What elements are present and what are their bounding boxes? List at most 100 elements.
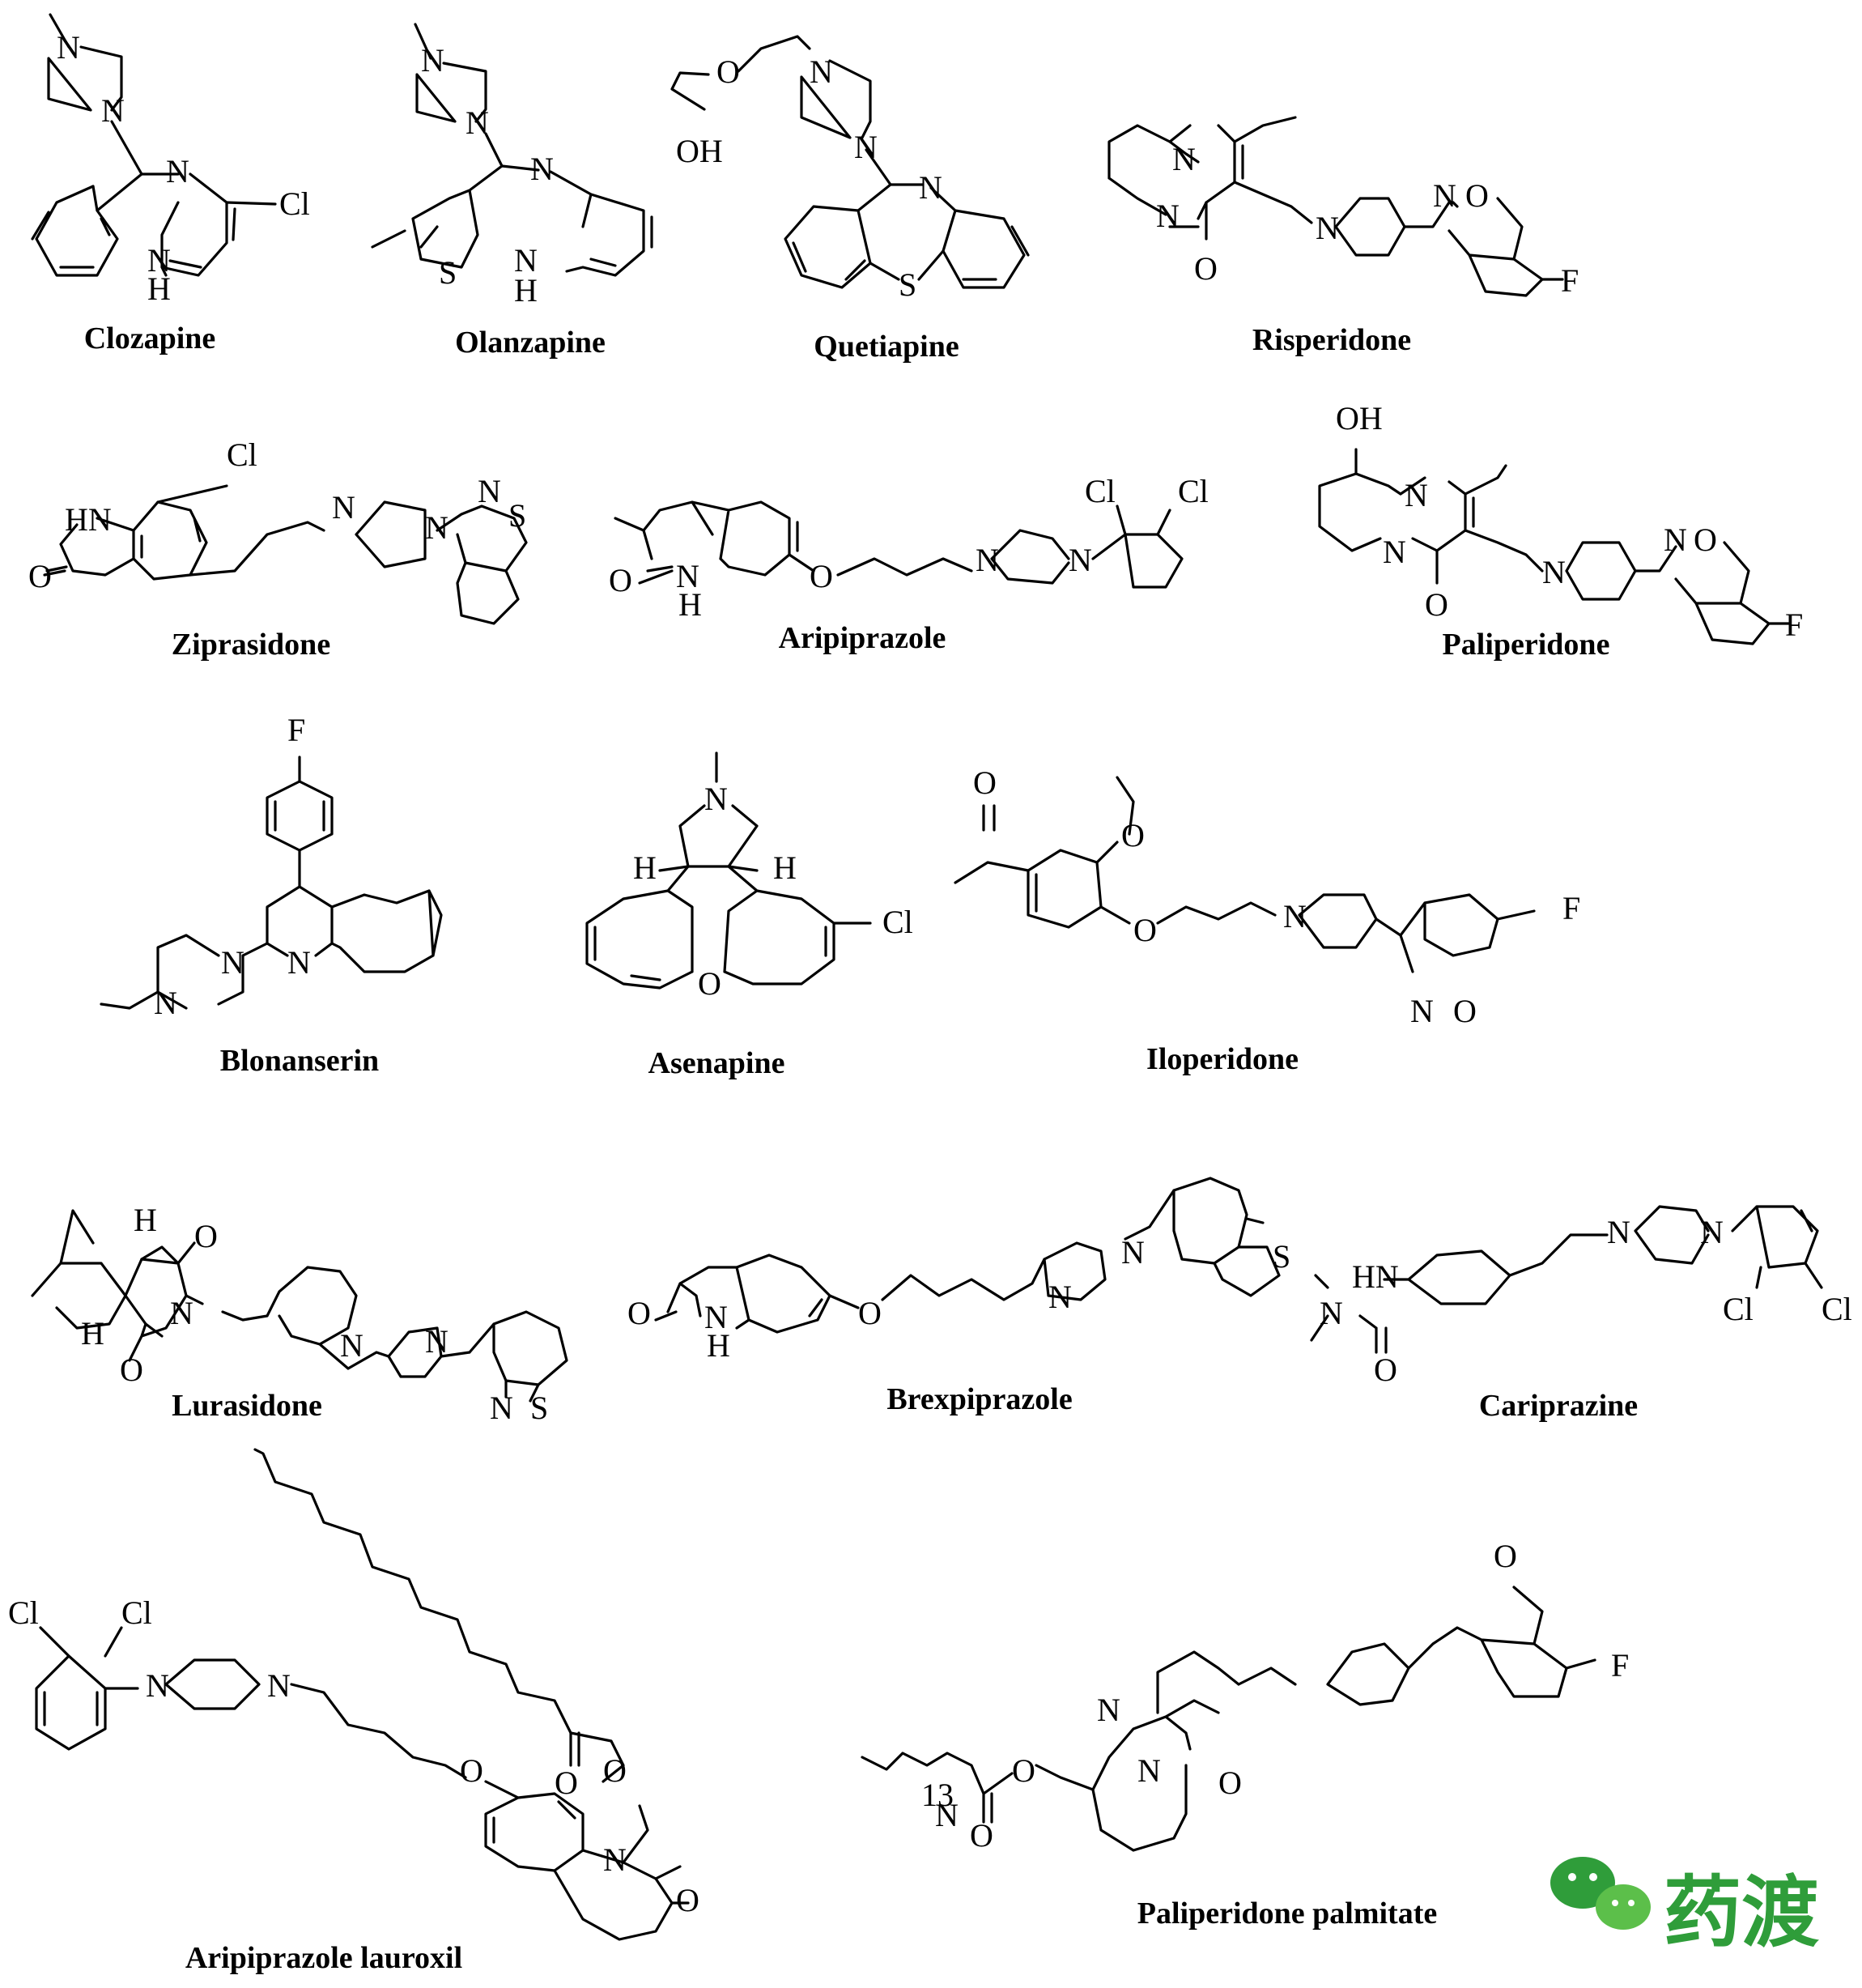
atom-label: H xyxy=(773,849,797,886)
atom-label: Cl xyxy=(1178,473,1209,509)
atom-label: N xyxy=(1410,993,1434,1029)
atom-label: O xyxy=(1494,1538,1517,1574)
atom-label: N xyxy=(1607,1214,1630,1250)
atom-label: O xyxy=(858,1295,882,1331)
structure-brexpiprazole: O N H O N N S Brexpiprazole xyxy=(627,1177,1290,1416)
atom-label: Cl xyxy=(1723,1291,1754,1327)
atom-label: O xyxy=(609,562,632,598)
atom-label: F xyxy=(1562,890,1580,926)
atom-label: N xyxy=(1156,198,1180,234)
structure-iloperidone: O O O N F N O Iloperidone xyxy=(954,764,1580,1076)
atom-label: Cl xyxy=(227,436,257,473)
atom-label: N xyxy=(147,242,171,279)
atom-label: O xyxy=(1374,1352,1397,1388)
atom-label: F xyxy=(1561,262,1579,299)
atom-label: O xyxy=(1012,1752,1035,1789)
atom-label: S xyxy=(508,497,526,534)
structure-paliperidone-palmitate: N O F N N O O O 13 Paliperidone palmitat… xyxy=(861,1538,1629,1931)
atom-label: Cl xyxy=(1822,1291,1852,1327)
structure-cariprazine: HN N O N N Cl Cl Cariprazine xyxy=(1310,1205,1852,1423)
atom-label: O xyxy=(28,558,52,594)
structure-olanzapine: N N N S N H Olanzapine xyxy=(371,23,653,360)
atom-label: N xyxy=(854,129,878,165)
atom-label: O xyxy=(194,1218,218,1254)
atom-label: S xyxy=(530,1390,548,1426)
compound-name: Cariprazine xyxy=(1479,1389,1638,1423)
atom-label: O xyxy=(1425,586,1448,623)
atom-label: F xyxy=(287,712,305,748)
atom-label: N xyxy=(704,1299,728,1335)
structure-risperidone: N N O N N O F Risperidone xyxy=(1107,116,1579,357)
atom-label: O xyxy=(555,1765,578,1801)
atom-label: N xyxy=(170,1295,193,1331)
atom-label: N xyxy=(425,1323,448,1360)
atom-label: Cl xyxy=(882,904,913,940)
atom-label: F xyxy=(1611,1647,1629,1684)
atom-label: N xyxy=(1069,542,1092,578)
atom-label: N xyxy=(1097,1692,1120,1728)
atom-label: N xyxy=(919,169,942,206)
structure-blonanserin: F N N N Blonanserin xyxy=(100,712,443,1078)
atom-label: N xyxy=(1316,210,1339,246)
atom-label: Cl xyxy=(1085,473,1116,509)
atom-label: N xyxy=(1172,141,1196,177)
atom-label: N xyxy=(466,104,489,141)
atom-label: N xyxy=(57,29,80,66)
atom-label: S xyxy=(899,266,916,303)
compound-name: Risperidone xyxy=(1252,323,1411,357)
compound-name: Iloperidone xyxy=(1146,1042,1299,1076)
wechat-icon xyxy=(1550,1857,1651,1930)
atom-label: OH xyxy=(676,133,723,169)
atom-label: N xyxy=(1283,898,1307,934)
atom-label: N xyxy=(425,509,448,546)
atom-label: H xyxy=(633,849,657,886)
compound-name: Ziprasidone xyxy=(172,628,330,662)
atom-label: HN xyxy=(65,501,112,538)
compound-name: Asenapine xyxy=(648,1046,785,1080)
atom-label: O xyxy=(120,1352,143,1388)
atom-label: H xyxy=(147,270,171,307)
atom-label: O xyxy=(1194,250,1218,287)
atom-label: O xyxy=(970,1817,993,1854)
atom-label: N xyxy=(1048,1279,1072,1315)
atom-label: N xyxy=(676,558,699,594)
atom-label: O xyxy=(1465,177,1489,214)
structure-aripiprazole-lauroxil: Cl Cl N N O O O N O Aripiprazole lauroxi… xyxy=(8,1448,699,1975)
atom-label: O xyxy=(973,764,997,801)
compound-name: Brexpiprazole xyxy=(886,1382,1072,1416)
atom-label: F xyxy=(1785,607,1803,643)
atom-label: N xyxy=(101,92,125,129)
atom-label: H xyxy=(81,1315,104,1352)
atom-label: Cl xyxy=(121,1594,152,1631)
atom-label: N xyxy=(154,985,177,1021)
atom-label: N xyxy=(514,242,538,279)
atom-label: N xyxy=(1433,177,1456,214)
atom-label: N xyxy=(1542,554,1566,590)
atom-label: N xyxy=(1121,1234,1145,1271)
atom-label: OH xyxy=(1336,400,1383,436)
atom-label: H xyxy=(707,1327,730,1364)
atom-label: N xyxy=(976,542,999,578)
atom-label: N xyxy=(166,153,189,189)
structure-paliperidone: OH N N O N N O F Paliperidone xyxy=(1318,400,1803,662)
atom-label: O xyxy=(1218,1765,1242,1801)
atom-label: N xyxy=(1137,1752,1161,1789)
compound-name: Clozapine xyxy=(84,321,216,355)
atom-label: N xyxy=(478,473,501,509)
atom-label: N xyxy=(267,1667,291,1704)
atom-label: H xyxy=(514,272,538,309)
atom-label: N xyxy=(146,1667,169,1704)
compound-name: Aripiprazole lauroxil xyxy=(185,1941,462,1975)
atom-label: N xyxy=(530,151,554,187)
watermark: 药渡 xyxy=(1550,1857,1819,1958)
atom-label: O xyxy=(698,965,721,1002)
atom-label: O xyxy=(716,53,740,90)
atom-label: O xyxy=(603,1752,627,1789)
watermark-text: 药渡 xyxy=(1664,1867,1819,1958)
atom-label: N xyxy=(810,53,833,90)
atom-label: O xyxy=(627,1295,651,1331)
atom-label: O xyxy=(1453,993,1477,1029)
atom-label: Cl xyxy=(279,185,310,222)
structure-lurasidone: H O N H O N N N S Lurasidone xyxy=(31,1202,568,1426)
